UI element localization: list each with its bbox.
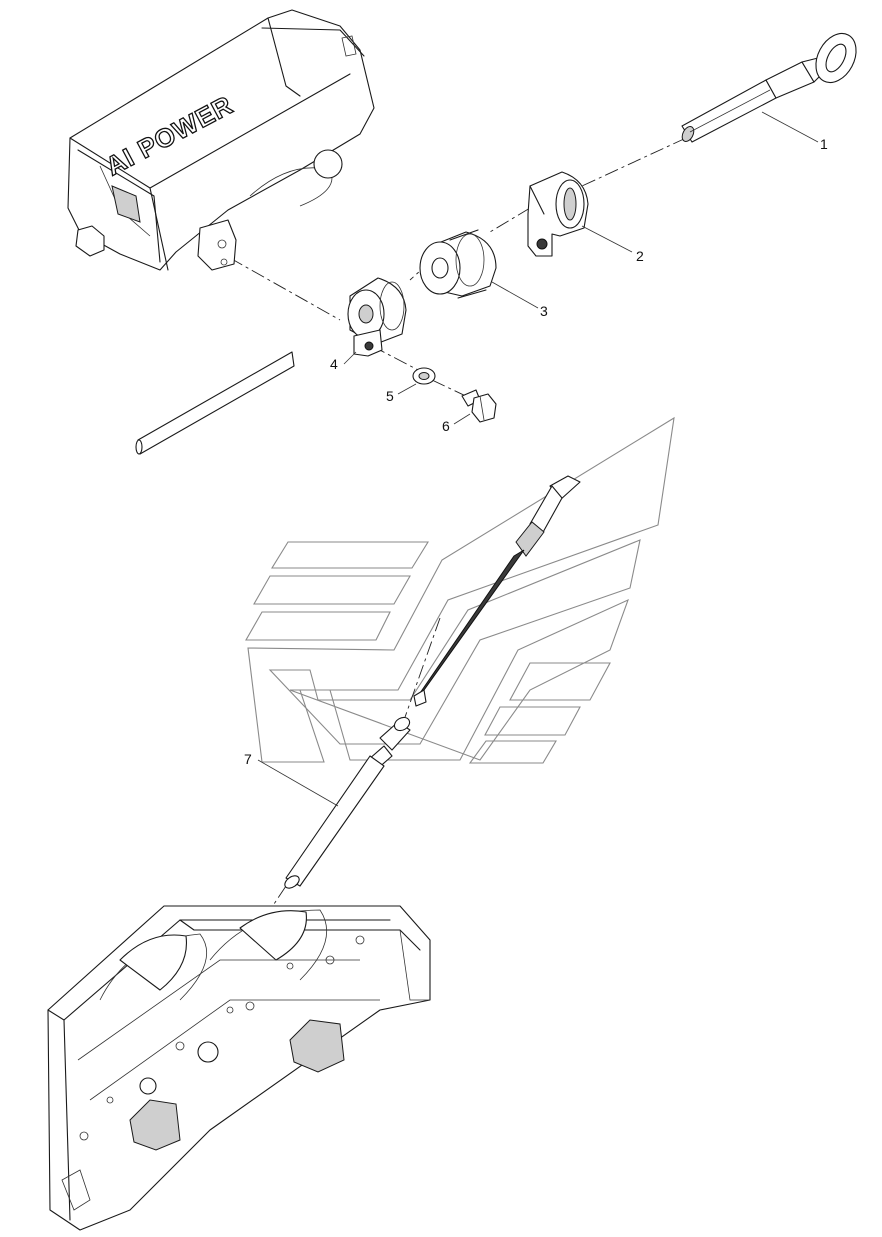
engine-block: [47, 905, 431, 1231]
part-4-grommet-bracket: [347, 277, 407, 357]
callout-6: 6: [442, 418, 450, 434]
callout-5: 5: [386, 388, 394, 404]
part-7-dipstick-tube: [284, 475, 581, 889]
part-1-dipstick-handle: [681, 32, 857, 143]
callout-2: 2: [636, 248, 644, 264]
valve-cover-housing: AI POWER: [67, 9, 375, 271]
leader-lines: [257, 111, 819, 807]
callout-3: 3: [540, 303, 548, 319]
watermark-logo: [245, 416, 675, 764]
callout-1: 1: [820, 136, 828, 152]
part-5-washer: [412, 367, 436, 385]
part-6-bolt: [461, 389, 497, 423]
callout-4: 4: [330, 356, 338, 372]
dipstick-tube-fragment: [135, 351, 295, 455]
part-3-grommet: [419, 229, 497, 299]
callout-7: 7: [244, 751, 252, 767]
callout-labels: 1 2 3 4 5 6 7: [244, 136, 828, 767]
part-2-bracket-clamp: [527, 171, 589, 257]
